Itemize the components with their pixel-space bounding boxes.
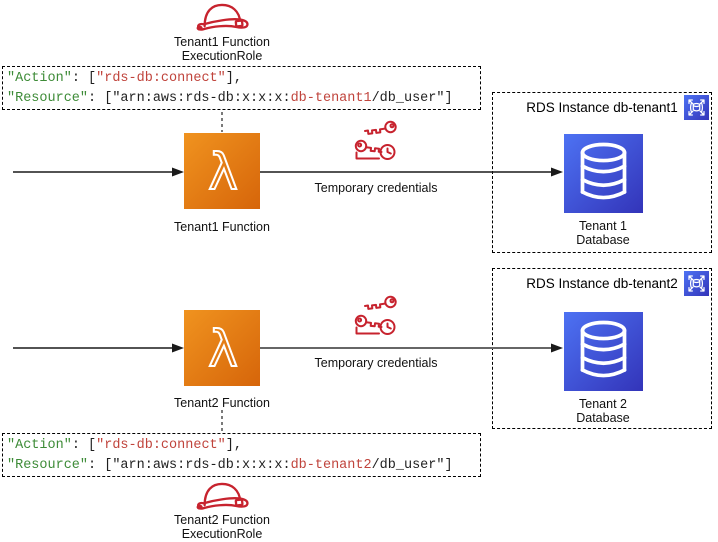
temporary-credentials-icon [354,120,397,160]
database-label: Tenant 1 Database [503,219,703,247]
iam-role-icon [196,3,249,31]
invoke-arrow [13,343,184,353]
rds-instance-glyph [688,275,705,292]
rds-instance-icon [684,95,709,120]
role-label-line1: Tenant1 Function [174,35,270,49]
database-label-line1: Tenant 1 [579,219,627,233]
database-cylinder-glyph [580,320,627,378]
credentials-label: Temporary credentials [314,356,438,370]
rds-group-title: RDS Instance db-tenant1 [526,100,678,115]
database-cylinder-glyph [580,142,627,200]
rds-instance-group: RDS Instance db-tenant2 [492,268,712,429]
role-label: Tenant1 Function ExecutionRole [122,35,322,63]
iam-policy-snippet: "Action": ["rds-db:connect"], "Resource"… [2,433,481,477]
role-label-line1: Tenant2 Function [174,513,270,527]
rds-instance-glyph [688,99,705,116]
lambda-glyph: λ [207,319,239,379]
lambda-label: Tenant2 Function [174,396,270,410]
invoke-arrow [13,167,184,177]
lambda-icon: λ [184,133,260,209]
role-label-line2: ExecutionRole [181,49,263,63]
rds-group-title: RDS Instance db-tenant2 [526,276,678,291]
rds-instance-group: RDS Instance db-tenant1 [492,92,712,253]
temporary-credentials-icon [354,295,397,335]
svg-text:λ: λ [208,320,238,378]
rds-database-icon [564,134,643,213]
role-label: Tenant2 Function ExecutionRole [122,513,322,541]
policy-resource-line: "Resource": ["arn:aws:rds-db:x:x:x:db-te… [7,91,453,106]
role-label-line2: ExecutionRole [181,527,263,541]
policy-action-line: "Action": ["rds-db:connect"], [7,438,242,453]
rds-database-icon [564,312,643,391]
policy-action-line: "Action": ["rds-db:connect"], [7,71,242,86]
lambda-icon: λ [184,310,260,386]
database-label-line1: Tenant 2 [579,397,627,411]
iam-policy-snippet: "Action": ["rds-db:connect"], "Resource"… [2,66,481,110]
rds-instance-icon [684,271,709,296]
lambda-glyph: λ [207,142,239,202]
svg-text:λ: λ [208,143,238,201]
database-label-line2: Database [576,411,630,425]
lambda-label: Tenant1 Function [174,220,270,234]
policy-resource-line: "Resource": ["arn:aws:rds-db:x:x:x:db-te… [7,458,453,473]
iam-role-icon [196,482,249,510]
database-label-line2: Database [576,233,630,247]
database-label: Tenant 2 Database [503,397,703,425]
credentials-label: Temporary credentials [314,181,438,195]
